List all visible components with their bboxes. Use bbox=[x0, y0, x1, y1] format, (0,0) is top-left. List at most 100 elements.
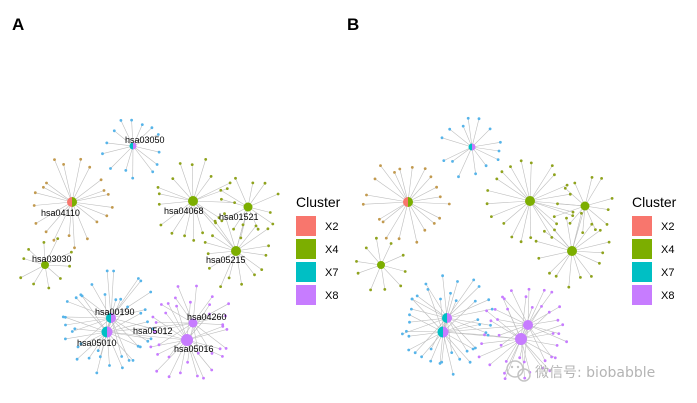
leaf-node bbox=[530, 306, 534, 309]
leaf-node bbox=[472, 278, 476, 282]
leaf-node bbox=[442, 159, 446, 163]
leaf-node bbox=[95, 220, 99, 224]
leaf-node bbox=[598, 261, 601, 265]
edge bbox=[161, 304, 194, 324]
leaf-node bbox=[429, 347, 433, 351]
leaf-node bbox=[543, 359, 547, 363]
leaf-node bbox=[178, 162, 182, 165]
leaf-node bbox=[490, 215, 493, 219]
hub-node-hsa05016 bbox=[181, 334, 193, 346]
leaf-node bbox=[551, 332, 555, 335]
edge bbox=[486, 310, 522, 340]
leaf-node bbox=[590, 176, 594, 179]
leaf-node bbox=[423, 228, 427, 232]
leaf-node bbox=[483, 333, 486, 337]
leaf-node bbox=[175, 304, 179, 308]
leaf-node bbox=[534, 239, 538, 243]
edge bbox=[446, 317, 468, 352]
edge bbox=[446, 299, 489, 319]
leaf-node bbox=[53, 158, 56, 162]
edge bbox=[442, 324, 480, 333]
leaf-node bbox=[209, 175, 213, 178]
leaf-node bbox=[565, 183, 569, 187]
leaf-node bbox=[174, 296, 177, 300]
leaf-node bbox=[105, 141, 109, 145]
leaf-node bbox=[610, 197, 614, 200]
leaf-node bbox=[155, 163, 159, 166]
leaf-node bbox=[64, 323, 67, 327]
hub-label-hsa05215: hsa05215 bbox=[206, 255, 246, 265]
leaf-node bbox=[166, 302, 170, 305]
edge bbox=[449, 128, 473, 148]
leaf-node bbox=[105, 269, 109, 273]
leaf-node bbox=[504, 360, 508, 363]
hub-label-hsa04110: hsa04110 bbox=[41, 208, 80, 218]
leaf-node bbox=[268, 211, 272, 214]
edge bbox=[425, 283, 448, 319]
edge bbox=[192, 200, 235, 203]
edge bbox=[529, 200, 574, 213]
leaf-node bbox=[87, 356, 91, 360]
leaf-node bbox=[480, 342, 483, 345]
edge bbox=[106, 321, 148, 333]
legend-a-swatch-x8 bbox=[296, 285, 316, 305]
leaf-node bbox=[397, 237, 401, 241]
hub-node-b9 bbox=[523, 320, 533, 330]
hub-label-hsa03030: hsa03030 bbox=[32, 254, 72, 264]
leaf-node bbox=[239, 236, 243, 240]
leaf-node bbox=[196, 351, 200, 355]
leaf-node bbox=[130, 118, 134, 122]
leaf-node bbox=[581, 231, 585, 235]
edge bbox=[247, 193, 279, 208]
netA-edges bbox=[20, 120, 279, 379]
leaf-node bbox=[119, 119, 123, 122]
leaf-node bbox=[73, 327, 77, 331]
edge bbox=[44, 251, 72, 266]
leaf-node bbox=[401, 253, 405, 257]
edge bbox=[171, 200, 194, 234]
edge bbox=[110, 317, 154, 330]
edge bbox=[110, 317, 122, 357]
leaf-node bbox=[398, 167, 402, 171]
edge bbox=[376, 238, 382, 266]
edge bbox=[407, 201, 426, 231]
leaf-node bbox=[375, 236, 378, 240]
edge bbox=[235, 228, 269, 252]
leaf-node bbox=[232, 227, 236, 231]
leaf-node bbox=[112, 129, 116, 133]
edge bbox=[106, 331, 141, 348]
leaf-node bbox=[186, 360, 190, 364]
leaf-node bbox=[102, 189, 106, 192]
edge bbox=[446, 286, 480, 319]
edge bbox=[544, 231, 573, 252]
edge bbox=[106, 331, 110, 366]
edge bbox=[584, 205, 608, 225]
edge bbox=[446, 308, 493, 319]
edge bbox=[192, 182, 231, 202]
edge bbox=[409, 314, 444, 333]
hub-label-hsa05010: hsa05010 bbox=[77, 338, 117, 348]
hub-node-hsa03030 bbox=[41, 261, 49, 269]
bridge-edge bbox=[442, 324, 529, 333]
leaf-node bbox=[210, 295, 214, 298]
edge bbox=[366, 194, 409, 203]
edge bbox=[471, 128, 491, 148]
leaf-node bbox=[497, 333, 501, 337]
leaf-node bbox=[364, 246, 368, 250]
edge bbox=[471, 146, 500, 152]
edge bbox=[380, 254, 404, 266]
leaf-node bbox=[47, 286, 51, 290]
edge bbox=[524, 324, 529, 363]
edge bbox=[152, 316, 188, 341]
edge bbox=[407, 167, 413, 203]
legend-b-swatch-x2 bbox=[632, 216, 652, 236]
edge bbox=[471, 142, 501, 148]
leaf-node bbox=[208, 266, 211, 270]
edge bbox=[363, 201, 409, 205]
leaf-node bbox=[106, 193, 110, 196]
leaf-node bbox=[468, 360, 472, 364]
leaf-node bbox=[159, 223, 163, 227]
edge bbox=[44, 238, 58, 266]
bridge-edge bbox=[442, 331, 522, 340]
legend-b-label-x8: X8 bbox=[661, 290, 674, 302]
